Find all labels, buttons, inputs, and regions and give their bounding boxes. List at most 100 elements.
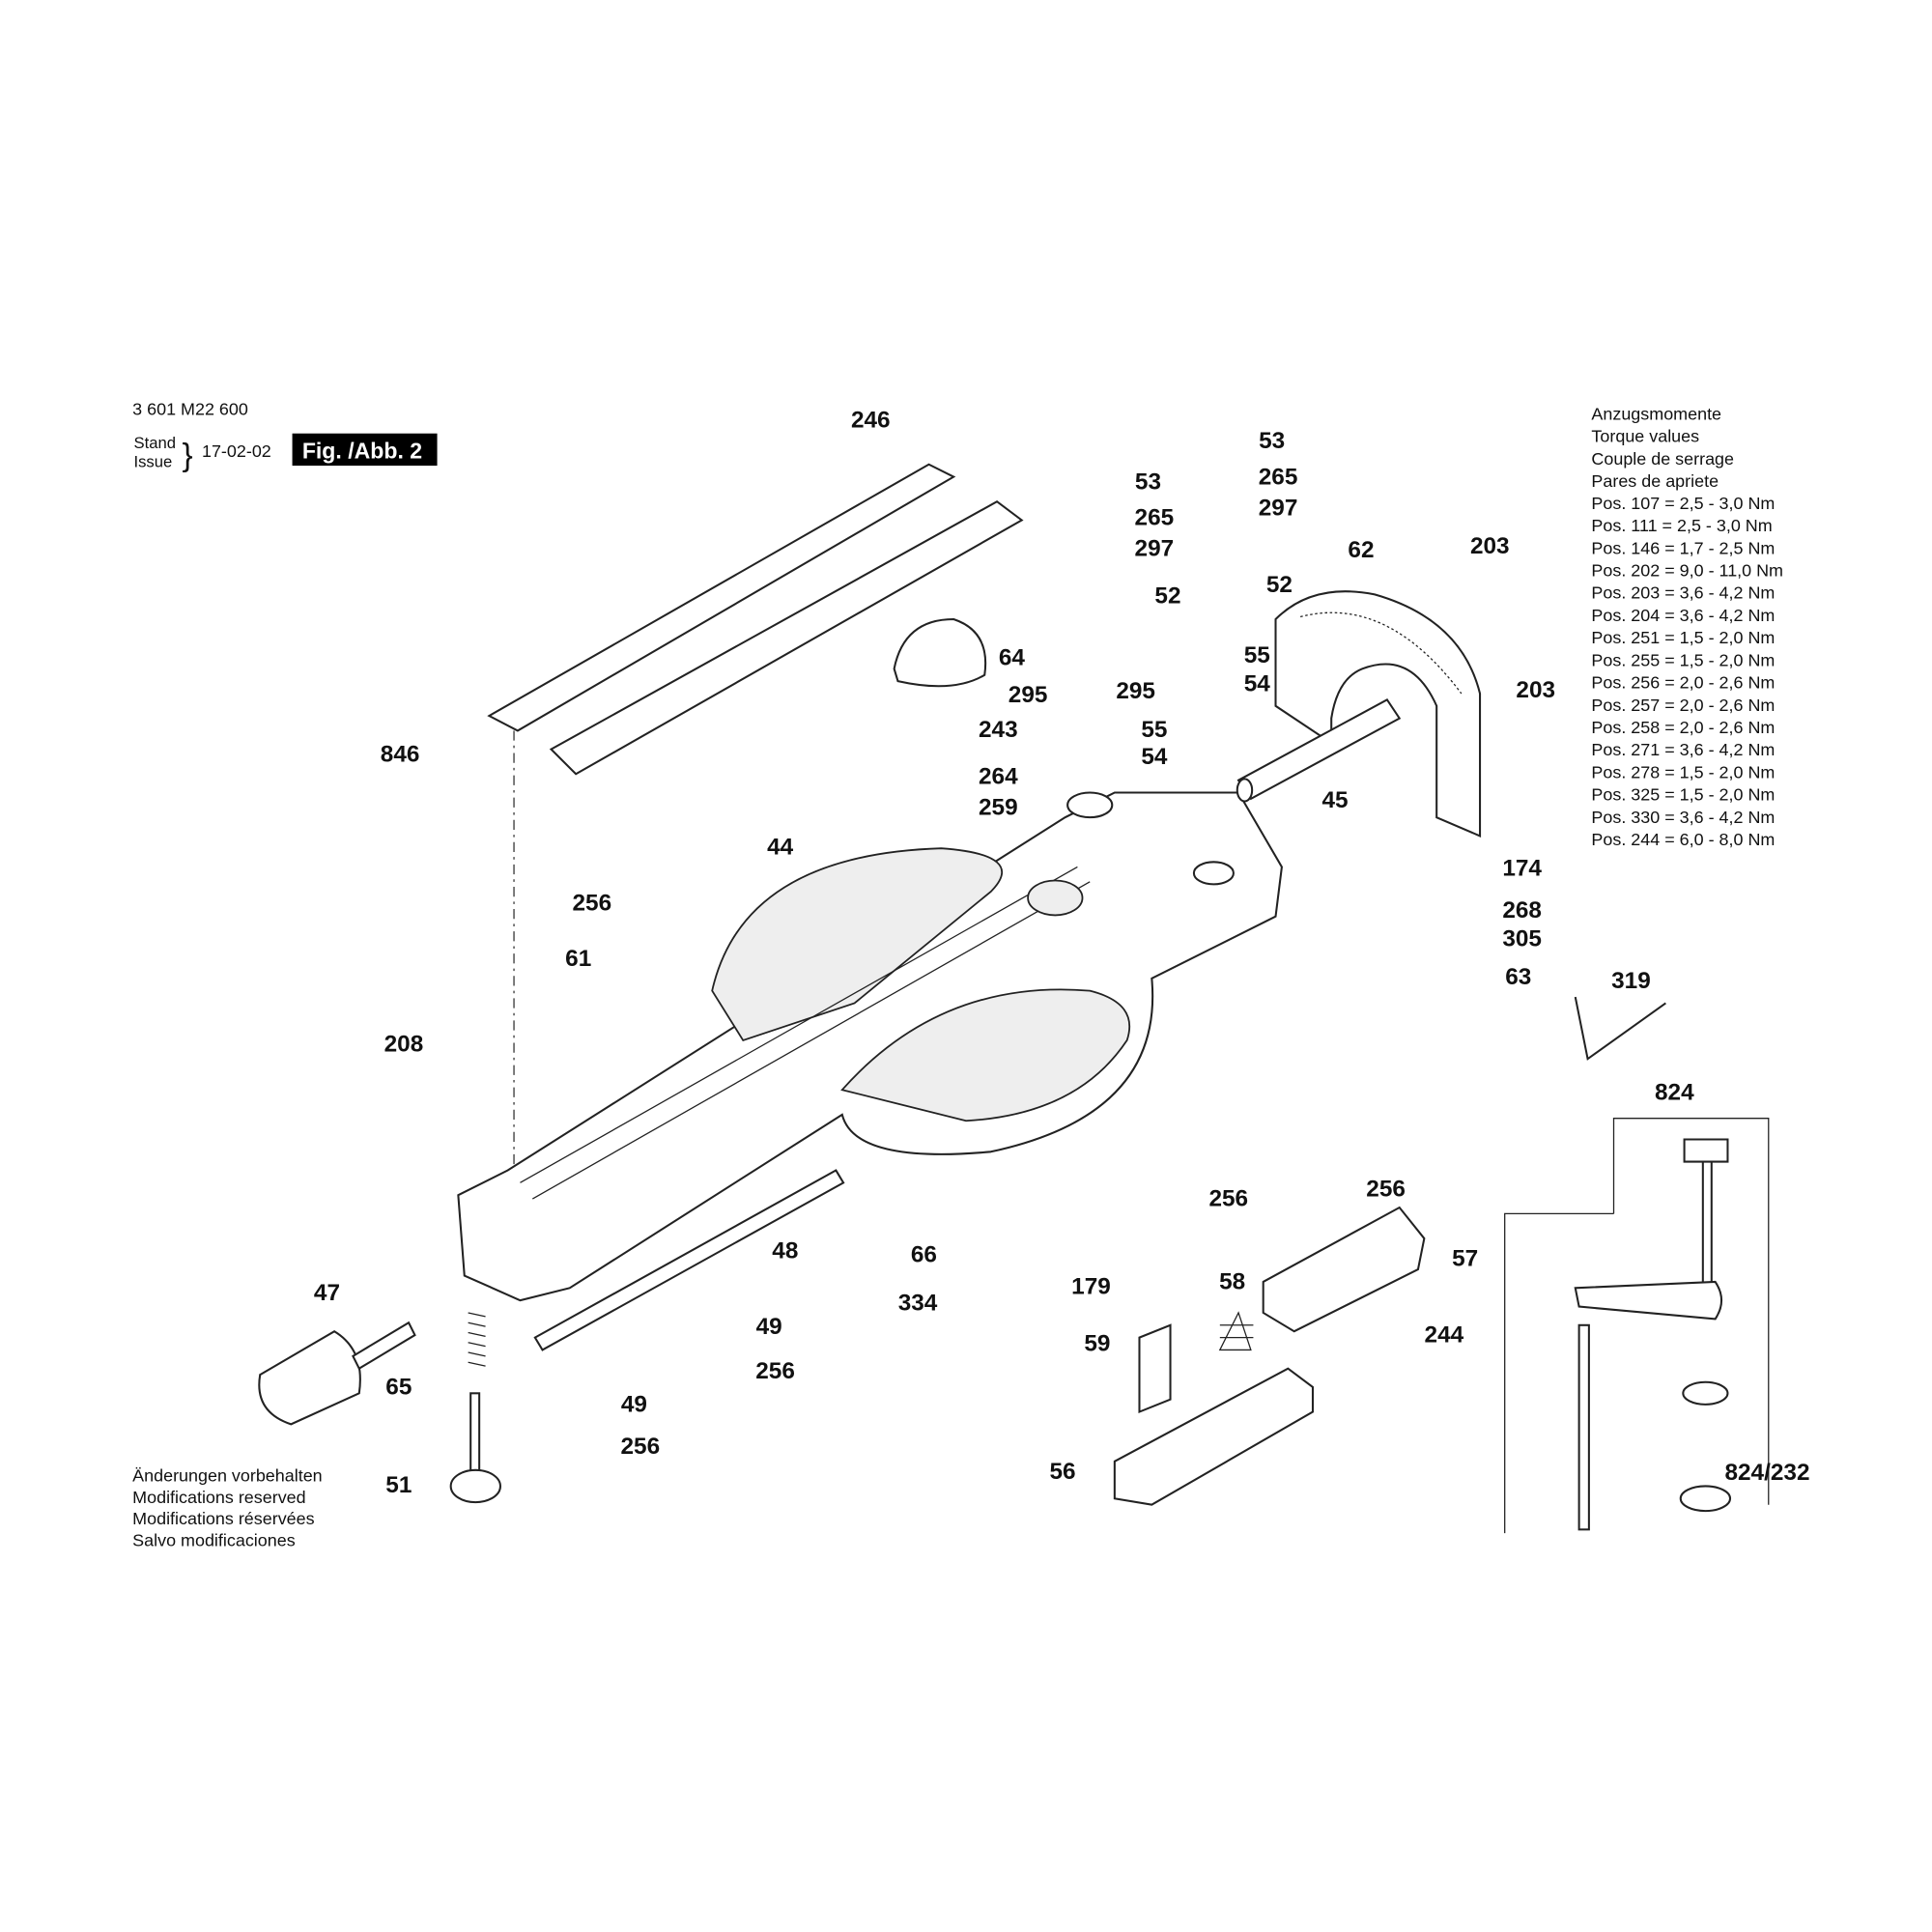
- callout-51: 51: [385, 1472, 412, 1498]
- callout-256: 256: [1366, 1176, 1406, 1202]
- callout-824-232: 824/232: [1724, 1460, 1809, 1486]
- callout-297: 297: [1259, 495, 1298, 521]
- bevel-scale: [1274, 590, 1482, 838]
- callout-824: 824: [1655, 1079, 1694, 1105]
- rod-48: [533, 1169, 845, 1351]
- callout-52: 52: [1154, 582, 1180, 609]
- brace: }: [182, 438, 192, 473]
- callout-295: 295: [1116, 678, 1155, 704]
- footer-line: Modifications reserved: [132, 1488, 305, 1507]
- callout-57: 57: [1452, 1245, 1478, 1271]
- torque-row: Pos. 111 = 2,5 - 3,0 Nm: [1591, 516, 1772, 535]
- stand-label: Stand: [133, 434, 176, 452]
- callout-297: 297: [1135, 536, 1175, 562]
- callout-265: 265: [1259, 464, 1298, 490]
- callout-264: 264: [979, 764, 1018, 790]
- part-59: [1138, 1323, 1172, 1414]
- torque-row: Pos. 255 = 1,5 - 2,0 Nm: [1591, 650, 1775, 669]
- callout-49: 49: [756, 1314, 782, 1340]
- callout-246: 246: [851, 407, 891, 433]
- callout-52: 52: [1266, 572, 1293, 598]
- callout-244: 244: [1425, 1322, 1464, 1349]
- knob-51: [449, 1312, 501, 1504]
- torque-row: Pos. 256 = 2,0 - 2,6 Nm: [1591, 673, 1775, 693]
- fence-rails: [487, 463, 1024, 1165]
- part-56: [1113, 1367, 1314, 1506]
- callout-243: 243: [979, 717, 1018, 743]
- footer-line: Modifications réservées: [132, 1509, 314, 1528]
- callout-49: 49: [621, 1392, 647, 1418]
- torque-row: Pos. 202 = 9,0 - 11,0 Nm: [1591, 561, 1783, 581]
- callout-45: 45: [1322, 787, 1349, 813]
- callout-47: 47: [314, 1280, 340, 1306]
- callout-256: 256: [573, 890, 612, 916]
- callout-259: 259: [979, 795, 1018, 821]
- callout-58: 58: [1219, 1269, 1245, 1295]
- footer-line: Änderungen vorbehalten: [132, 1465, 322, 1485]
- callout-62: 62: [1348, 537, 1374, 563]
- clamp-824: [1504, 996, 1770, 1534]
- callout-56: 56: [1049, 1459, 1075, 1485]
- torque-row: Pos. 204 = 3,6 - 4,2 Nm: [1591, 606, 1775, 625]
- callout-53: 53: [1135, 469, 1161, 495]
- part-number: 3 601 M22 600: [132, 399, 248, 418]
- torque-row: Pos. 203 = 3,6 - 4,2 Nm: [1591, 583, 1775, 603]
- figure-label: Fig. /Abb. 2: [302, 438, 422, 463]
- torque-row: Pos. 325 = 1,5 - 2,0 Nm: [1591, 785, 1775, 805]
- torque-row: Pos. 244 = 6,0 - 8,0 Nm: [1591, 830, 1775, 849]
- callout-179: 179: [1071, 1274, 1111, 1300]
- callout-265: 265: [1135, 505, 1175, 531]
- footer-line: Salvo modificaciones: [132, 1531, 296, 1550]
- callout-54: 54: [1244, 670, 1271, 696]
- callout-55: 55: [1244, 642, 1270, 668]
- torque-title: Couple de serrage: [1591, 449, 1734, 469]
- torque-row: Pos. 258 = 2,0 - 2,6 Nm: [1591, 718, 1775, 737]
- callout-174: 174: [1502, 855, 1542, 881]
- callout-305: 305: [1502, 925, 1542, 952]
- callout-256: 256: [621, 1434, 661, 1460]
- torque-row: Pos. 271 = 3,6 - 4,2 Nm: [1591, 740, 1775, 759]
- spring-58: [1218, 1311, 1254, 1351]
- cap-64: [893, 617, 987, 688]
- issue-date: 17-02-02: [202, 441, 271, 461]
- torque-row: Pos. 146 = 1,7 - 2,5 Nm: [1591, 538, 1775, 557]
- callout-846: 846: [381, 741, 420, 767]
- callout-334: 334: [898, 1290, 938, 1316]
- callout-256: 256: [1208, 1186, 1248, 1212]
- figure-badge: [292, 433, 438, 467]
- callout-203: 203: [1516, 677, 1555, 703]
- part-callouts: 246 53 265 297 53 265 297 52 52 62 203 64 55 295 295 54…: [314, 407, 1810, 1498]
- callout-208: 208: [384, 1031, 424, 1057]
- torque-row: Pos. 251 = 1,5 - 2,0 Nm: [1591, 628, 1775, 647]
- callout-295: 295: [1009, 682, 1048, 708]
- callout-66: 66: [911, 1241, 937, 1267]
- callout-268: 268: [1502, 897, 1542, 923]
- knob-47: [258, 1321, 416, 1426]
- issue-label: Issue: [133, 452, 172, 470]
- torque-title: Pares de apriete: [1591, 471, 1719, 491]
- callout-53: 53: [1259, 428, 1285, 454]
- callout-256: 256: [755, 1358, 795, 1384]
- callout-59: 59: [1084, 1331, 1110, 1357]
- callout-54: 54: [1141, 744, 1168, 770]
- callout-319: 319: [1611, 968, 1651, 994]
- torque-row: Pos. 107 = 2,5 - 3,0 Nm: [1591, 494, 1775, 513]
- torque-title: Torque values: [1591, 427, 1699, 446]
- callout-64: 64: [999, 644, 1026, 670]
- callout-48: 48: [772, 1238, 798, 1264]
- shaft-45: [1236, 698, 1402, 803]
- torque-row: Pos. 257 = 2,0 - 2,6 Nm: [1591, 696, 1775, 715]
- torque-row: Pos. 278 = 1,5 - 2,0 Nm: [1591, 762, 1775, 781]
- callout-61: 61: [565, 946, 591, 972]
- callout-55: 55: [1141, 717, 1167, 743]
- torque-row: Pos. 330 = 3,6 - 4,2 Nm: [1591, 808, 1775, 827]
- torque-title: Anzugsmomente: [1591, 405, 1721, 424]
- callout-44: 44: [767, 835, 794, 861]
- callout-203: 203: [1470, 533, 1510, 559]
- saw-base: [457, 791, 1283, 1302]
- callout-63: 63: [1505, 964, 1531, 990]
